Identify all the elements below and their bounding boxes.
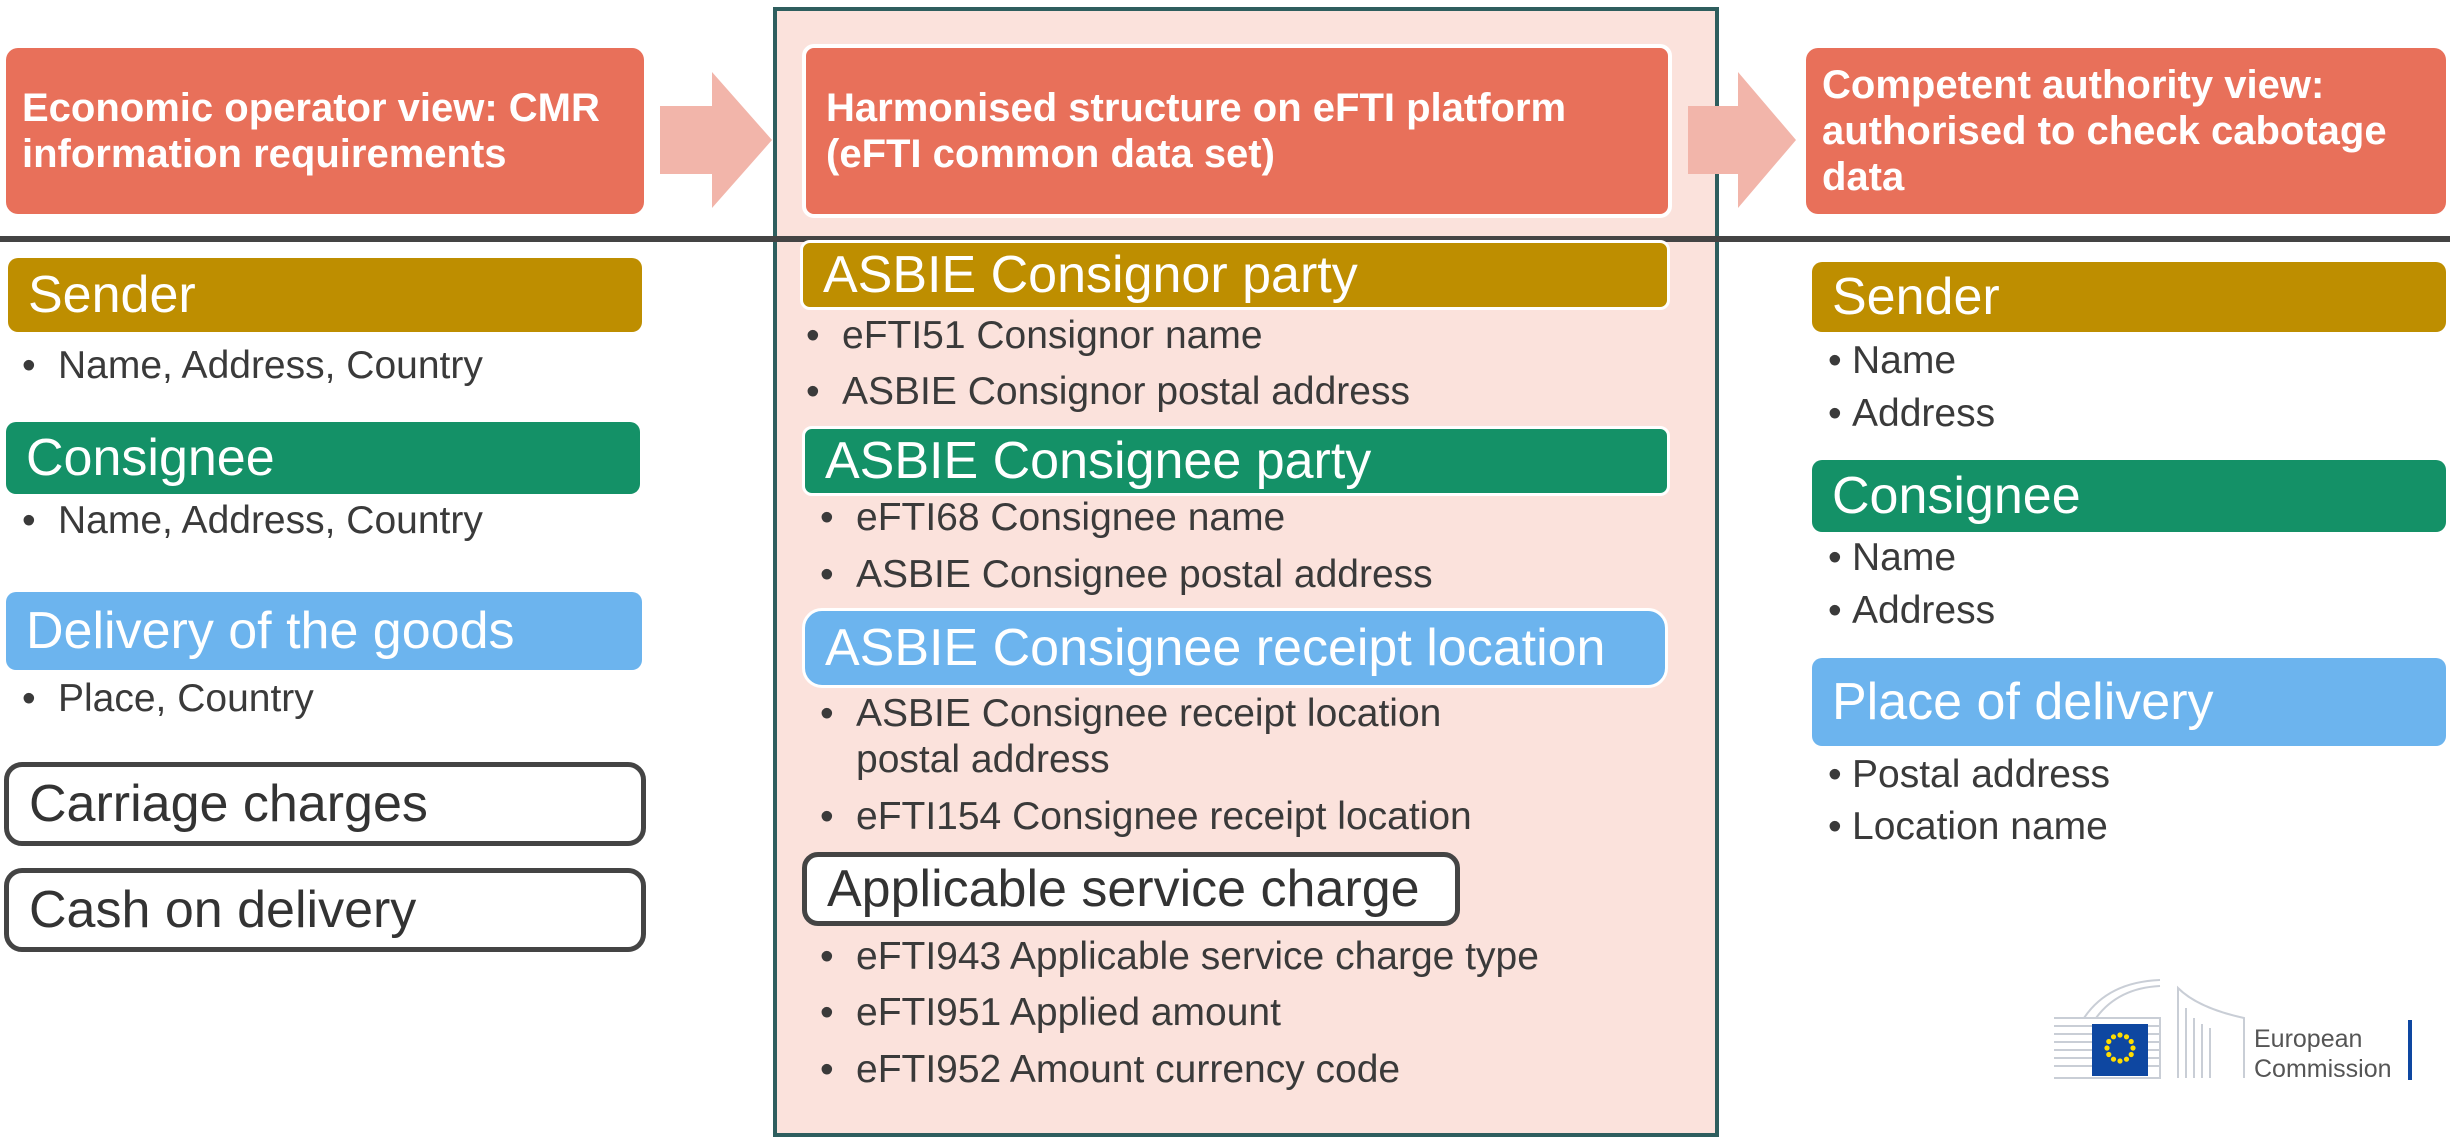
list-item: •ASBIE Consignee receipt location postal… — [820, 692, 1442, 781]
right-consignee-title: Consignee — [1832, 467, 2081, 525]
list-item: •Place, Country — [22, 677, 314, 720]
eu-stars-icon — [2104, 1032, 2136, 1064]
arrow-right-icon — [660, 72, 772, 208]
middle-header-text: Harmonised structure on eFTI platform (e… — [826, 86, 1567, 176]
left-delivery-title: Delivery of the goods — [26, 602, 515, 660]
right-header-text: Competent authority view: authorised to … — [1822, 63, 2387, 199]
list-item: •Address — [1828, 392, 1996, 435]
left-sender-box: Sender — [8, 258, 642, 332]
middle-consignor-title: ASBIE Consignor party — [823, 246, 1358, 304]
list-item: •Name, Address, Country — [22, 344, 483, 387]
list-item: •Address — [1828, 589, 1996, 632]
left-consignee-title: Consignee — [26, 429, 275, 487]
list-item: •eFTI51 Consignor name — [806, 314, 1263, 357]
list-item: •Postal address — [1828, 753, 2110, 796]
middle-header: Harmonised structure on eFTI platform (e… — [802, 44, 1672, 218]
middle-consignor-box: ASBIE Consignor party — [800, 240, 1670, 310]
left-cash-box: Cash on delivery — [4, 868, 646, 952]
european-commission-logo — [2054, 979, 2245, 1079]
list-item: •Name, Address, Country — [22, 499, 483, 542]
list-item: •eFTI951 Applied amount — [820, 991, 1281, 1034]
middle-consignee-box: ASBIE Consignee party — [802, 426, 1670, 496]
list-item: •eFTI952 Amount currency code — [820, 1048, 1401, 1091]
list-item: •Name — [1828, 339, 1957, 382]
list-item: •eFTI68 Consignee name — [820, 496, 1286, 539]
list-item: •ASBIE Consignor postal address — [806, 370, 1410, 413]
logo-line2: Commission — [2254, 1055, 2392, 1083]
left-cash-title: Cash on delivery — [29, 881, 417, 939]
right-delivery-title: Place of delivery — [1832, 673, 2214, 731]
middle-receipt-box: ASBIE Consignee receipt location — [802, 608, 1668, 688]
arrow-right-icon — [1688, 72, 1796, 208]
list-item: •Name — [1828, 536, 1957, 579]
left-sender-title: Sender — [28, 266, 196, 324]
left-header-text: Economic operator view: CMR information … — [22, 86, 600, 176]
list-item: •eFTI943 Applicable service charge type — [820, 935, 1539, 978]
right-sender-title: Sender — [1832, 268, 2000, 326]
middle-service-box: Applicable service charge — [802, 852, 1460, 926]
left-consignee-box: Consignee — [6, 422, 640, 494]
left-carriage-title: Carriage charges — [29, 775, 428, 833]
list-item: •Location name — [1828, 805, 2108, 848]
middle-service-title: Applicable service charge — [827, 860, 1420, 918]
logo-bar — [2408, 1020, 2412, 1080]
list-item: •ASBIE Consignee postal address — [820, 553, 1433, 596]
right-sender-box: Sender — [1812, 262, 2446, 332]
left-header: Economic operator view: CMR information … — [6, 48, 644, 214]
logo-line1: European — [2254, 1025, 2363, 1053]
middle-receipt-title: ASBIE Consignee receipt location — [825, 619, 1606, 677]
right-consignee-box: Consignee — [1812, 460, 2446, 532]
logo-text: European Commission — [2254, 1024, 2392, 1084]
header-divider — [0, 236, 2450, 242]
list-item: •eFTI154 Consignee receipt location — [820, 795, 1472, 838]
middle-consignee-title: ASBIE Consignee party — [825, 432, 1372, 490]
left-delivery-box: Delivery of the goods — [6, 592, 642, 670]
left-carriage-box: Carriage charges — [4, 762, 646, 846]
right-header: Competent authority view: authorised to … — [1806, 48, 2446, 214]
right-delivery-box: Place of delivery — [1812, 658, 2446, 746]
